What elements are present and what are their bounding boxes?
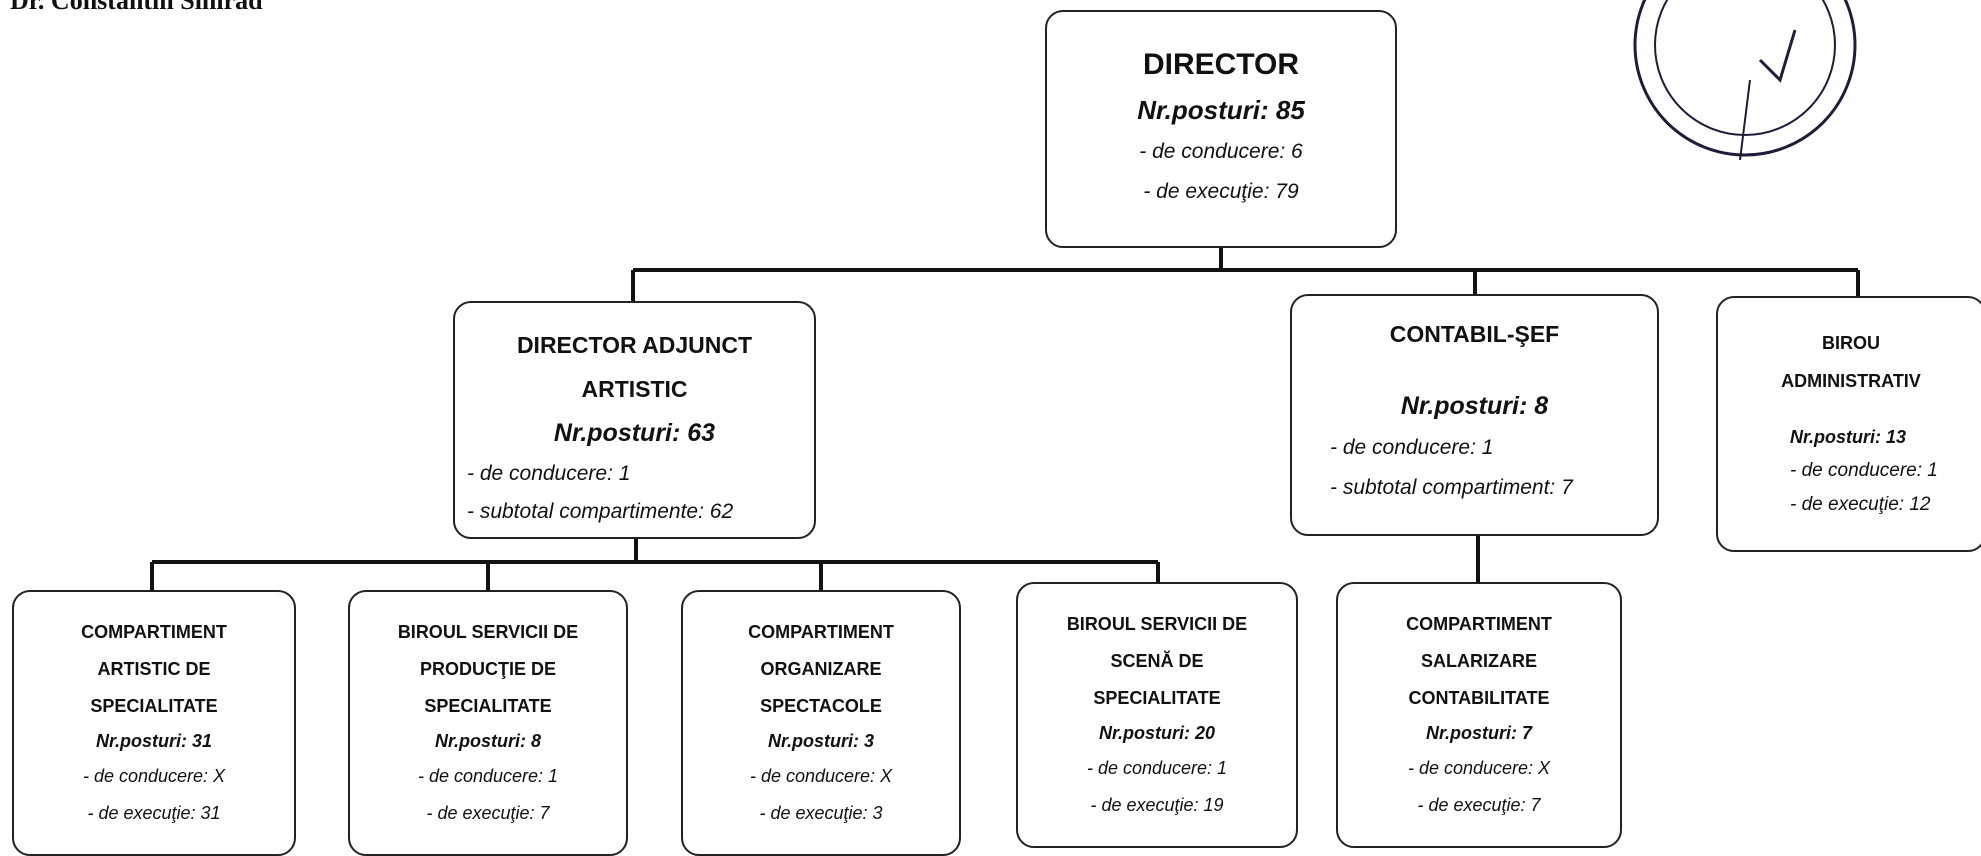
unit-execution: - de execuţie: 7 [1417,795,1541,815]
unit-posts: Nr.posturi: 7 [1425,723,1532,743]
unit-execution: - de execuţie: 7 [426,803,550,823]
unit-title-line3: CONTABILITATE [1408,688,1550,708]
unit-title-line2: PRODUCŢIE DE [419,659,556,679]
admin-office-box: BIROU ADMINISTRATIV Nr.posturi: 13 - de … [1716,296,1981,552]
chief-accountant-box: CONTABIL-ŞEF Nr.posturi: 8 - de conducer… [1290,294,1659,536]
unit-title-line1: COMPARTIMENT [1406,614,1552,634]
director-box: DIRECTOR Nr.posturi: 85 - de conducere: … [1045,10,1397,248]
director-posts: Nr.posturi: 85 [1137,95,1305,125]
accountant-management: - de conducere: 1 [1330,436,1494,459]
unit-title-line2: SALARIZARE [1421,651,1537,671]
admin-execution: - de execuţie: 12 [1790,494,1931,515]
admin-title-line1: BIROU [1822,333,1880,353]
unit-execution: - de execuţie: 3 [759,803,883,823]
accountant-posts: Nr.posturi: 8 [1400,392,1549,420]
unit-box-artistic: COMPARTIMENT ARTISTIC DE SPECIALITATE Nr… [12,590,296,856]
unit-title-line3: SPECIALITATE [90,696,218,716]
unit-management: - de conducere: 1 [417,766,559,786]
director-execution: - de execuţie: 79 [1143,180,1299,203]
unit-box-production: BIROUL SERVICII DE PRODUCŢIE DE SPECIALI… [348,590,628,856]
unit-management: - de conducere: X [82,766,226,786]
unit-posts: Nr.posturi: 3 [767,731,874,751]
unit-management: - de conducere: 1 [1086,758,1228,778]
official-stamp [1633,0,1857,160]
unit-management: - de conducere: X [1407,758,1551,778]
unit-title-line3: SPECIALITATE [1093,688,1221,708]
accountant-title: CONTABIL-ŞEF [1389,321,1560,347]
director-management: - de conducere: 6 [1139,140,1303,163]
accountant-subtotal: - subtotal compartiment: 7 [1330,476,1573,499]
unit-title-line2: SCENĂ DE [1110,651,1204,671]
header-name: Dr. Constantin Sinirad [10,0,263,15]
unit-title-line3: SPECTACOLE [760,696,882,716]
admin-management: - de conducere: 1 [1790,460,1938,481]
deputy-posts: Nr.posturi: 63 [553,419,716,447]
unit-management: - de conducere: X [749,766,893,786]
unit-title-line2: ORGANIZARE [760,659,882,679]
deputy-title-line2: ARTISTIC [581,376,688,402]
unit-posts: Nr.posturi: 31 [95,731,213,751]
unit-title-line2: ARTISTIC DE [97,659,211,679]
unit-title-line1: BIROUL SERVICII DE [1066,614,1248,634]
admin-posts: Nr.posturi: 13 [1790,427,1907,447]
unit-title-line1: COMPARTIMENT [748,622,894,642]
unit-box-shows: COMPARTIMENT ORGANIZARE SPECTACOLE Nr.po… [681,590,961,856]
unit-title-line1: BIROUL SERVICII DE [397,622,579,642]
unit-execution: - de execuţie: 31 [87,803,221,823]
unit-title-line1: COMPARTIMENT [81,622,227,642]
admin-title-line2: ADMINISTRATIV [1781,371,1921,391]
unit-posts: Nr.posturi: 8 [434,731,541,751]
deputy-director-box: DIRECTOR ADJUNCT ARTISTIC Nr.posturi: 63… [453,301,816,539]
deputy-title-line1: DIRECTOR ADJUNCT [516,332,753,358]
deputy-management: - de conducere: 1 [467,462,631,485]
director-title: DIRECTOR [1142,48,1300,81]
deputy-subtotal: - subtotal compartimente: 62 [467,500,734,523]
unit-title-line3: SPECIALITATE [424,696,552,716]
unit-execution: - de execuţie: 19 [1090,795,1224,815]
unit-box-stage: BIROUL SERVICII DE SCENĂ DE SPECIALITATE… [1016,582,1298,848]
unit-box-payroll: COMPARTIMENT SALARIZARE CONTABILITATE Nr… [1336,582,1622,848]
unit-posts: Nr.posturi: 20 [1098,723,1216,743]
